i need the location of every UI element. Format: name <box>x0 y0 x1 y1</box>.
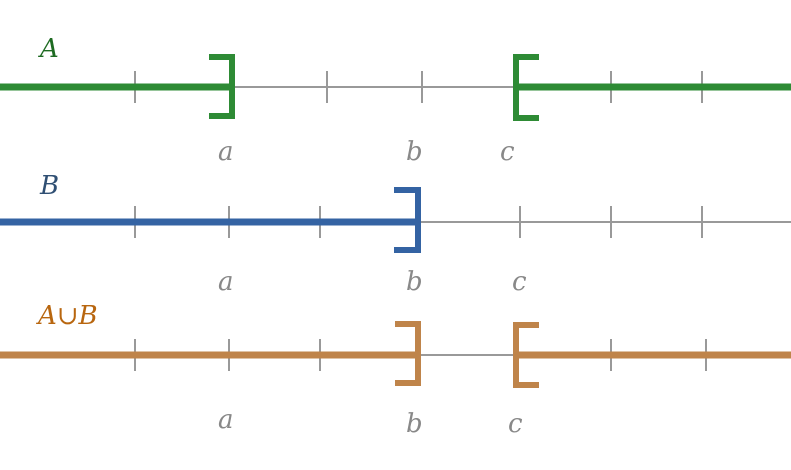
tick-label-a-row-union: a <box>218 405 234 435</box>
tick-label-b-row-a: b <box>406 137 423 167</box>
closed-bracket-a-at-c <box>513 54 539 121</box>
closed-bracket-union-at-c <box>513 322 539 388</box>
tick-label-a-row-a: a <box>218 137 234 167</box>
tick-label-b-row-union: b <box>406 409 423 439</box>
tick-label-b-row-b: b <box>406 267 423 297</box>
tick-label-c-row-union: c <box>508 409 523 439</box>
closed-bracket-a-at-a <box>209 54 235 119</box>
set-label-b: B <box>39 171 59 201</box>
closed-bracket-union-at-b <box>395 321 421 386</box>
set-label-union: A∪B <box>36 301 98 331</box>
closed-bracket-b-at-b <box>394 187 421 253</box>
tick-label-c-row-a: c <box>500 137 515 167</box>
set-label-a: A <box>38 34 59 64</box>
row-a: A a b c <box>0 34 791 167</box>
tick-label-c-row-b: c <box>512 267 527 297</box>
tick-label-a-row-b: a <box>218 267 234 297</box>
row-union: A∪B a b c <box>0 301 791 439</box>
row-b: B a b c <box>0 171 791 297</box>
